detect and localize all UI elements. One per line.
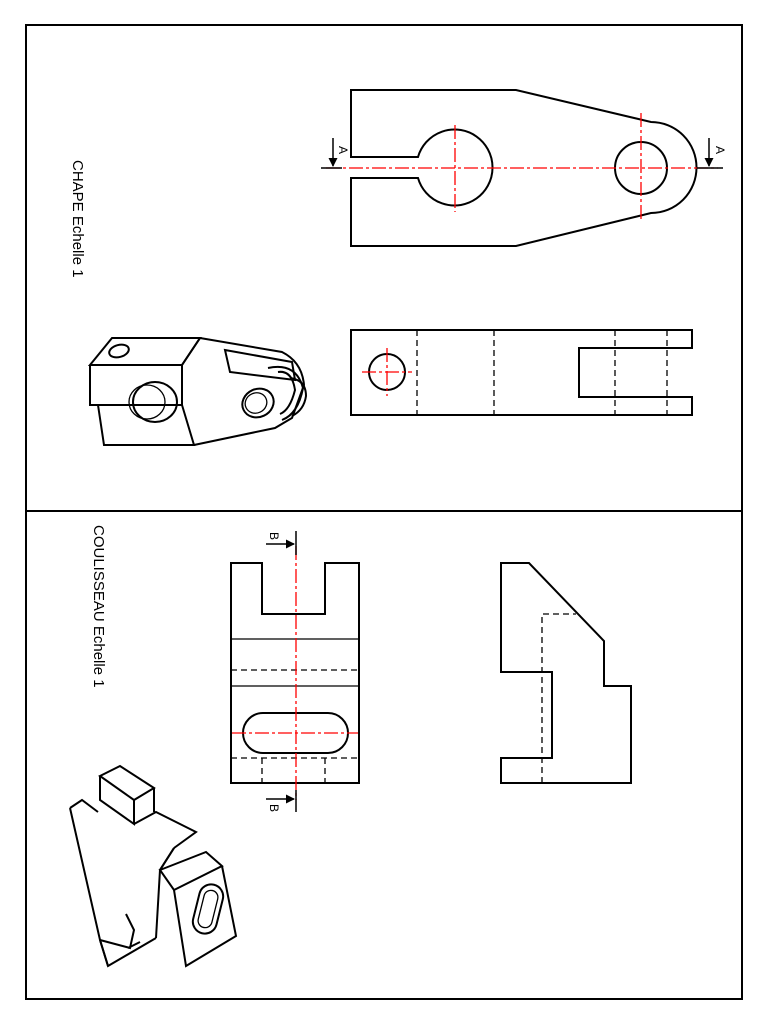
section-label-a-left: A — [336, 146, 350, 154]
coulisseau-title: COULISSEAU Echelle 1 — [90, 525, 107, 688]
chape-panel: CHAPE Echelle 1 A A — [69, 89, 727, 446]
section-arrow-a-left: A — [321, 138, 350, 169]
section-label-b-bottom: B — [267, 804, 281, 812]
section-label-b-top: B — [267, 532, 281, 540]
chape-title: CHAPE Echelle 1 — [69, 160, 86, 278]
section-arrow-a-right: A — [697, 138, 727, 169]
section-arrow-b-bottom: B — [266, 790, 297, 812]
chape-top-view — [350, 329, 693, 416]
chape-isometric-view — [87, 337, 308, 446]
coulisseau-side-view — [500, 562, 632, 784]
chape-front-view — [326, 89, 718, 247]
section-label-a-right: A — [713, 146, 727, 154]
section-arrow-b-top: B — [266, 531, 297, 555]
coulisseau-top-view — [230, 546, 360, 800]
coulisseau-isometric-view — [69, 764, 238, 968]
coulisseau-panel: COULISSEAU Echelle 1 B B — [69, 525, 632, 968]
